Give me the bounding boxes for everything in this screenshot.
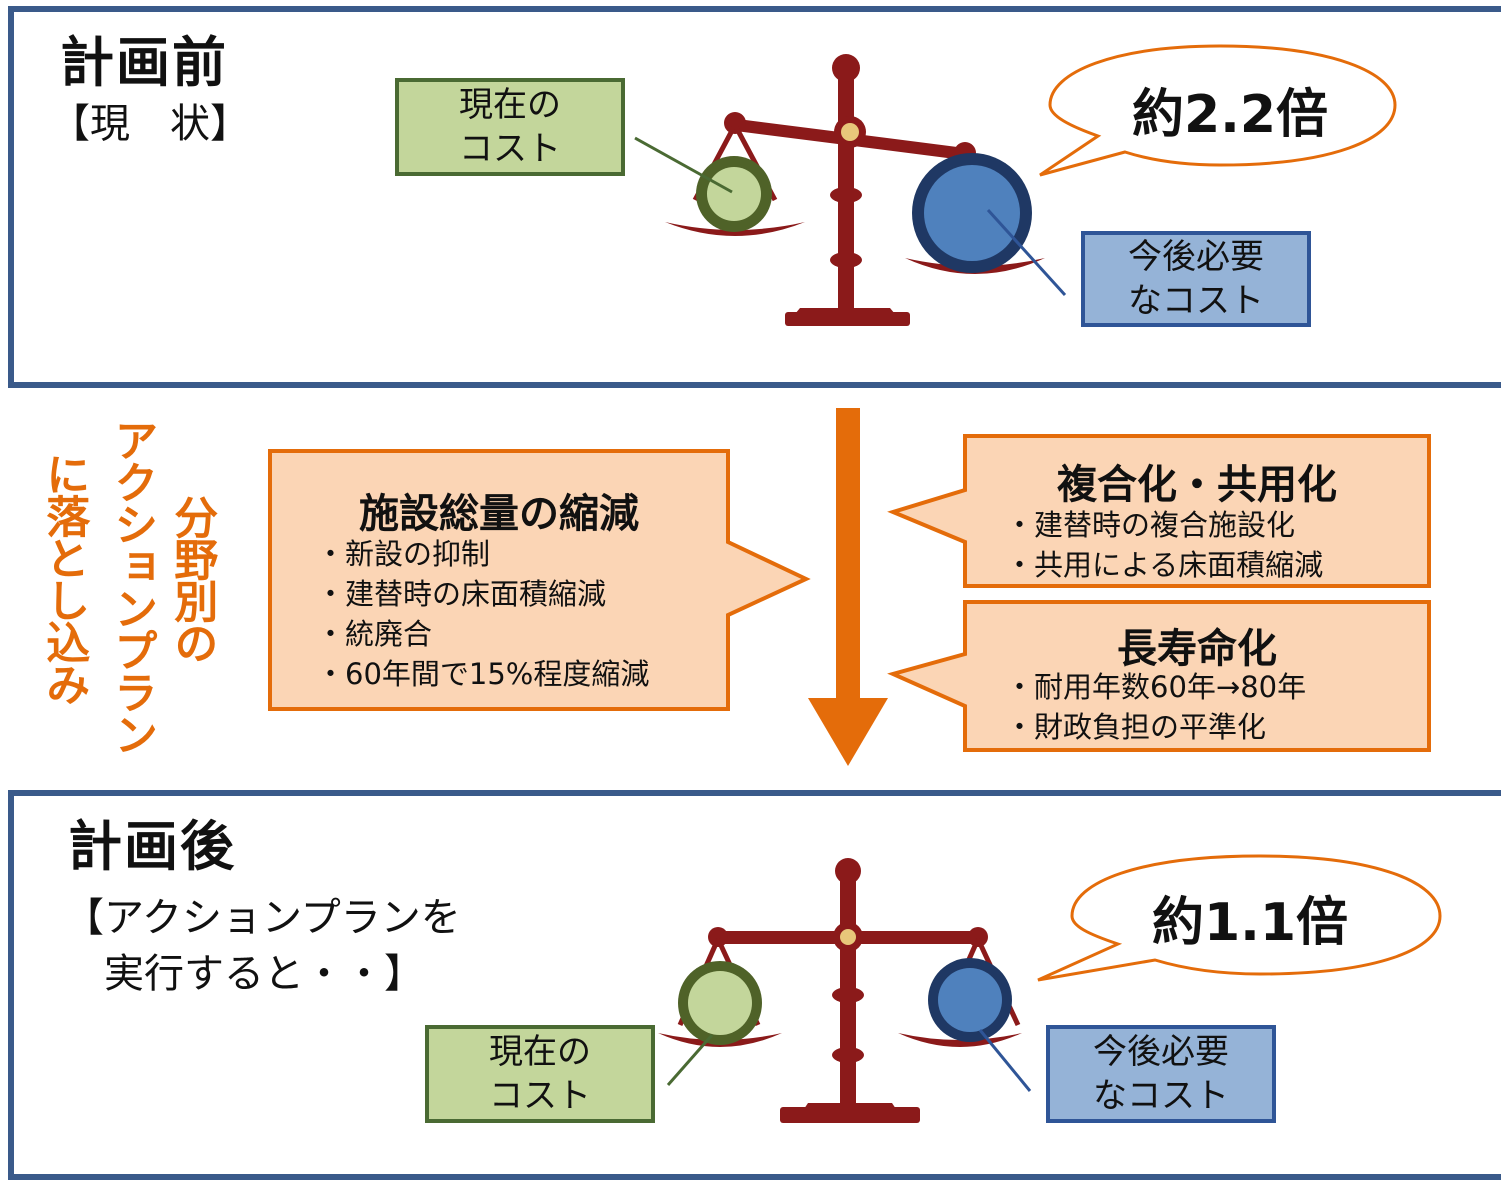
vertical-label-col1: 分野別の bbox=[166, 495, 218, 663]
reduction-item: ・60年間で15%程度縮減 bbox=[316, 657, 650, 691]
reduction-title: 施設総量の縮減 bbox=[359, 491, 639, 537]
sharing-box: 複合化・共用化 ・建替時の複合施設化 ・共用による床面積縮減 bbox=[965, 432, 1429, 590]
reduction-item: ・建替時の床面積縮減 bbox=[316, 577, 607, 611]
current-cost-box-before: 現在の コスト bbox=[395, 78, 625, 176]
current-cost-box-after: 現在の コスト bbox=[425, 1025, 655, 1123]
future-cost-line1: 今後必要 bbox=[1128, 236, 1264, 277]
sharing-callout-shape bbox=[887, 434, 1431, 588]
reduction-box: 施設総量の縮減 ・新設の抑制 ・建替時の床面積縮減 ・統廃合 ・60年間で15%… bbox=[266, 447, 732, 713]
current-cost-line1: 現在の bbox=[459, 84, 561, 125]
sharing-item: ・共用による床面積縮減 bbox=[1005, 548, 1324, 582]
after-subtitle-line1: 【アクションプランを bbox=[64, 895, 461, 941]
speech-bubble-after bbox=[1037, 854, 1442, 982]
longevity-callout-shape bbox=[887, 600, 1431, 752]
before-title: 計画前 bbox=[60, 31, 228, 94]
speech-bubble-before bbox=[1039, 44, 1397, 177]
reduction-item: ・新設の抑制 bbox=[316, 537, 491, 571]
vertical-label-col3: に落とし込み bbox=[38, 452, 90, 704]
future-cost-box-before: 今後必要 なコスト bbox=[1081, 231, 1311, 327]
down-arrow-icon bbox=[808, 408, 888, 766]
after-subtitle-line2: 実行すると・・】 bbox=[64, 951, 424, 997]
sharing-title: 複合化・共用化 bbox=[1057, 462, 1337, 508]
longevity-item: ・耐用年数60年→80年 bbox=[1005, 670, 1307, 704]
longevity-item: ・財政負担の平準化 bbox=[1005, 710, 1267, 744]
reduction-item: ・統廃合 bbox=[316, 617, 433, 651]
future-cost-line1: 今後必要 bbox=[1093, 1031, 1229, 1072]
future-cost-line2: なコスト bbox=[1128, 281, 1264, 321]
reduction-callout-shape bbox=[268, 449, 811, 711]
future-cost-line2: なコスト bbox=[1093, 1076, 1229, 1116]
after-title: 計画後 bbox=[68, 815, 236, 878]
ratio-before: 約2.2倍 bbox=[1131, 85, 1329, 145]
longevity-box: 長寿命化 ・耐用年数60年→80年 ・財政負担の平準化 bbox=[965, 598, 1429, 754]
longevity-title: 長寿命化 bbox=[1117, 626, 1277, 672]
current-cost-line1: 現在の bbox=[489, 1031, 591, 1072]
ratio-after: 約1.1倍 bbox=[1151, 893, 1349, 953]
current-cost-line2: コスト bbox=[489, 1076, 591, 1116]
future-cost-box-after: 今後必要 なコスト bbox=[1046, 1025, 1276, 1123]
current-cost-line2: コスト bbox=[459, 129, 561, 169]
vertical-label-col2: アクションプラン bbox=[106, 418, 158, 754]
sharing-item: ・建替時の複合施設化 bbox=[1005, 508, 1296, 542]
balance-scale-after-icon bbox=[658, 858, 1032, 1123]
balance-scale-before-icon bbox=[634, 54, 1067, 326]
before-subtitle: 【現 状】 bbox=[50, 101, 250, 147]
